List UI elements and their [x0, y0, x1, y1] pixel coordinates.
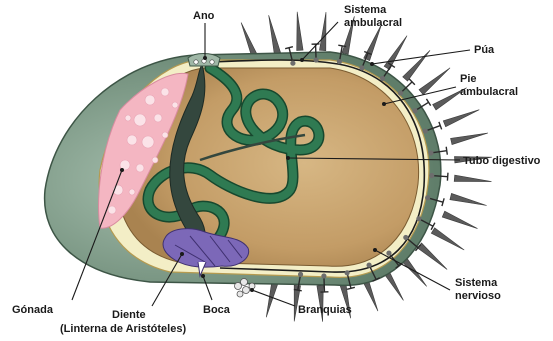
label-diente: Diente (Linterna de Aristóteles)	[60, 309, 186, 335]
spine	[442, 211, 477, 228]
label-diente-line1: Diente	[112, 309, 146, 321]
ampulla	[290, 61, 295, 66]
label-diente-line2: (Linterna de Aristóteles)	[60, 323, 186, 335]
ampulla	[416, 216, 421, 221]
gonad-bubble	[127, 135, 137, 145]
label-sistema-nervioso: Sistema nervioso	[455, 277, 501, 302]
spine	[319, 12, 326, 51]
label-sistema-nervioso-line2: nervioso	[455, 290, 501, 302]
spine	[443, 110, 479, 127]
ampulla	[412, 108, 417, 113]
gonad-bubble	[108, 206, 116, 214]
spine	[454, 175, 491, 181]
label-sistema-nervioso-line1: Sistema	[455, 277, 498, 289]
gonad-bubble	[125, 115, 131, 121]
label-sistema-ambulacral-line1: Sistema	[344, 4, 387, 16]
ampulla	[321, 273, 326, 278]
gonad-bubble	[172, 102, 178, 108]
ampulla	[337, 59, 342, 64]
ampulla	[359, 65, 364, 70]
label-tubo-digestivo: Tubo digestivo	[463, 155, 541, 167]
spine	[403, 50, 430, 81]
ampulla	[425, 195, 430, 200]
spine	[417, 243, 447, 269]
gonad-bubble	[152, 157, 158, 163]
label-pua: Púa	[474, 44, 495, 56]
ampulla	[380, 76, 385, 81]
anus-region	[188, 54, 220, 67]
label-pie-ambulacral: Pie ambulacral	[460, 73, 518, 98]
label-pie-ambulacral-line2: ambulacral	[460, 86, 518, 98]
spine	[450, 193, 487, 205]
gonad-bubble	[136, 164, 144, 172]
ampulla	[344, 270, 349, 275]
ampulla	[428, 150, 433, 155]
label-branquias: Branquias	[298, 304, 352, 316]
gonad-bubble	[129, 189, 135, 195]
ampulla	[398, 90, 403, 95]
spine	[431, 228, 464, 250]
gonad-bubble	[154, 114, 162, 122]
gonad-bubble	[162, 132, 168, 138]
gonad-bubble	[134, 114, 146, 126]
ampulla	[429, 173, 434, 178]
spine	[451, 133, 488, 145]
label-boca: Boca	[203, 304, 231, 316]
ampulla	[298, 272, 303, 277]
label-sistema-ambulacral-line2: ambulacral	[344, 17, 402, 29]
spine	[419, 68, 450, 95]
ampulla	[366, 262, 371, 267]
gonad-bubble	[145, 95, 155, 105]
label-ano: Ano	[193, 10, 215, 22]
spine	[384, 36, 407, 70]
label-gonada: Gónada	[12, 304, 54, 316]
spine	[269, 15, 281, 53]
label-pie-ambulacral-line1: Pie	[460, 73, 477, 85]
ampulla	[403, 235, 408, 240]
gonad-bubble	[142, 136, 154, 148]
ampulla	[386, 251, 391, 256]
spine	[297, 12, 303, 51]
ampulla	[423, 128, 428, 133]
gonad-bubble	[161, 88, 169, 96]
ampulla	[313, 57, 318, 62]
label-sistema-ambulacral: Sistema ambulacral	[344, 4, 402, 29]
